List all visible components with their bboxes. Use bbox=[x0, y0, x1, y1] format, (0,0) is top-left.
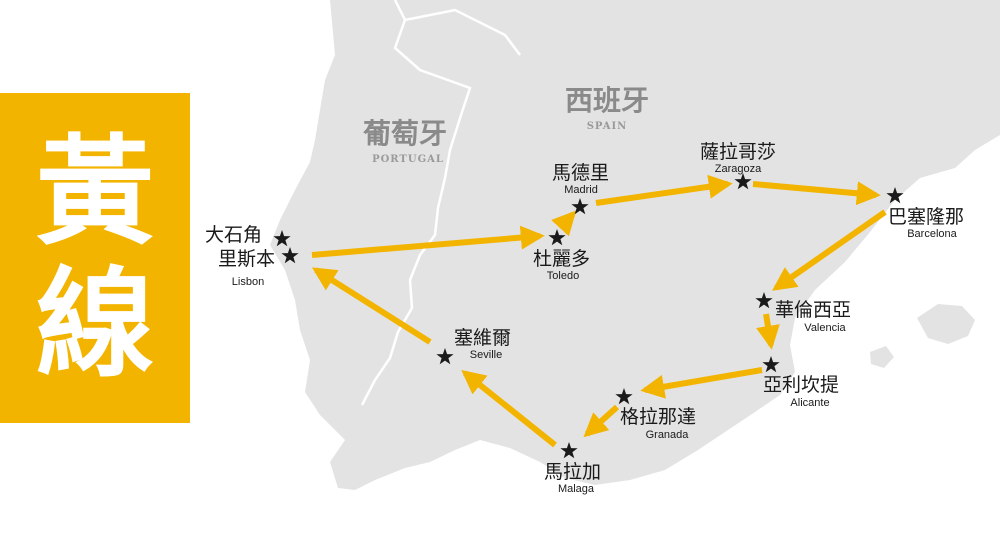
city-marker-cabo-da-roca bbox=[273, 230, 291, 247]
city-marker-alicante bbox=[762, 356, 780, 373]
city-label-madrid-en: Madrid bbox=[564, 184, 598, 196]
city-label-barcelona-zh: 巴塞隆那 bbox=[888, 206, 964, 228]
arrow-valencia-alicante bbox=[756, 313, 780, 350]
route-name-char-2: 線 bbox=[35, 255, 154, 393]
route-name-char-1: 黃 bbox=[35, 123, 154, 261]
city-marker-granada bbox=[615, 388, 633, 405]
ibiza-island bbox=[870, 346, 894, 368]
route-arrows bbox=[311, 174, 887, 448]
city-label-toledo-en: Toledo bbox=[547, 270, 579, 282]
city-labels: 大石角 里斯本 Lisbon 杜麗多 Toledo 馬德里 Madrid 薩拉哥… bbox=[205, 141, 964, 495]
iberian-peninsula-land bbox=[270, 0, 1000, 490]
city-label-zaragoza-en: Zaragoza bbox=[715, 163, 762, 175]
route-name-badge: 黃 線 bbox=[0, 93, 190, 423]
country-label-portugal-en: PORTUGAL bbox=[372, 154, 444, 165]
arrow-toledo-madrid bbox=[551, 210, 577, 237]
country-label-portugal-zh: 葡萄牙 bbox=[363, 117, 447, 150]
city-label-valencia-zh: 華倫西亞 bbox=[775, 299, 851, 321]
city-label-malaga-zh: 馬拉加 bbox=[544, 461, 601, 483]
city-label-toledo-zh: 杜麗多 bbox=[533, 248, 590, 270]
city-label-lisbon-en: Lisbon bbox=[232, 276, 264, 288]
city-label-granada-zh: 格拉那達 bbox=[620, 406, 696, 428]
city-marker-lisbon bbox=[281, 247, 299, 264]
arrow-zaragoza-barcelona bbox=[752, 181, 881, 206]
country-label-spain-zh: 西班牙 bbox=[565, 84, 649, 117]
city-label-madrid-zh: 馬德里 bbox=[552, 162, 609, 184]
city-label-alicante-zh: 亞利坎提 bbox=[763, 374, 839, 396]
arrow-lisbon-toledo bbox=[311, 225, 545, 258]
city-marker-madrid bbox=[571, 198, 589, 215]
arrow-malaga-seville bbox=[461, 370, 557, 448]
city-marker-valencia bbox=[755, 292, 773, 309]
arrow-seville-lisbon bbox=[311, 267, 432, 345]
city-label-seville-en: Seville bbox=[470, 349, 502, 361]
country-label-spain-en: SPAIN bbox=[587, 121, 628, 132]
mallorca-island bbox=[917, 304, 975, 344]
city-marker-barcelona bbox=[886, 187, 904, 204]
city-label-cabo-da-roca-zh: 大石角 bbox=[205, 224, 262, 246]
city-label-granada-en: Granada bbox=[646, 429, 690, 441]
portugal-spain-border bbox=[360, 0, 472, 406]
city-label-alicante-en: Alicante bbox=[790, 397, 829, 409]
city-label-barcelona-en: Barcelona bbox=[907, 228, 957, 240]
city-marker-malaga bbox=[560, 442, 578, 459]
arrow-granada-malaga bbox=[583, 404, 620, 438]
city-marker-seville bbox=[436, 348, 454, 365]
city-label-seville-zh: 塞維爾 bbox=[454, 327, 511, 349]
city-label-malaga-en: Malaga bbox=[558, 483, 595, 495]
city-marker-zaragoza bbox=[734, 173, 752, 190]
arrow-madrid-zaragoza bbox=[595, 174, 733, 206]
city-label-valencia-en: Valencia bbox=[804, 322, 846, 334]
city-markers bbox=[273, 173, 904, 459]
city-marker-toledo bbox=[548, 229, 566, 246]
city-label-zaragoza-zh: 薩拉哥莎 bbox=[700, 141, 776, 163]
arrow-alicante-granada bbox=[640, 367, 763, 399]
city-label-lisbon-zh: 里斯本 bbox=[218, 248, 275, 270]
northern-border bbox=[404, 8, 521, 56]
arrow-barcelona-valencia bbox=[772, 209, 887, 291]
